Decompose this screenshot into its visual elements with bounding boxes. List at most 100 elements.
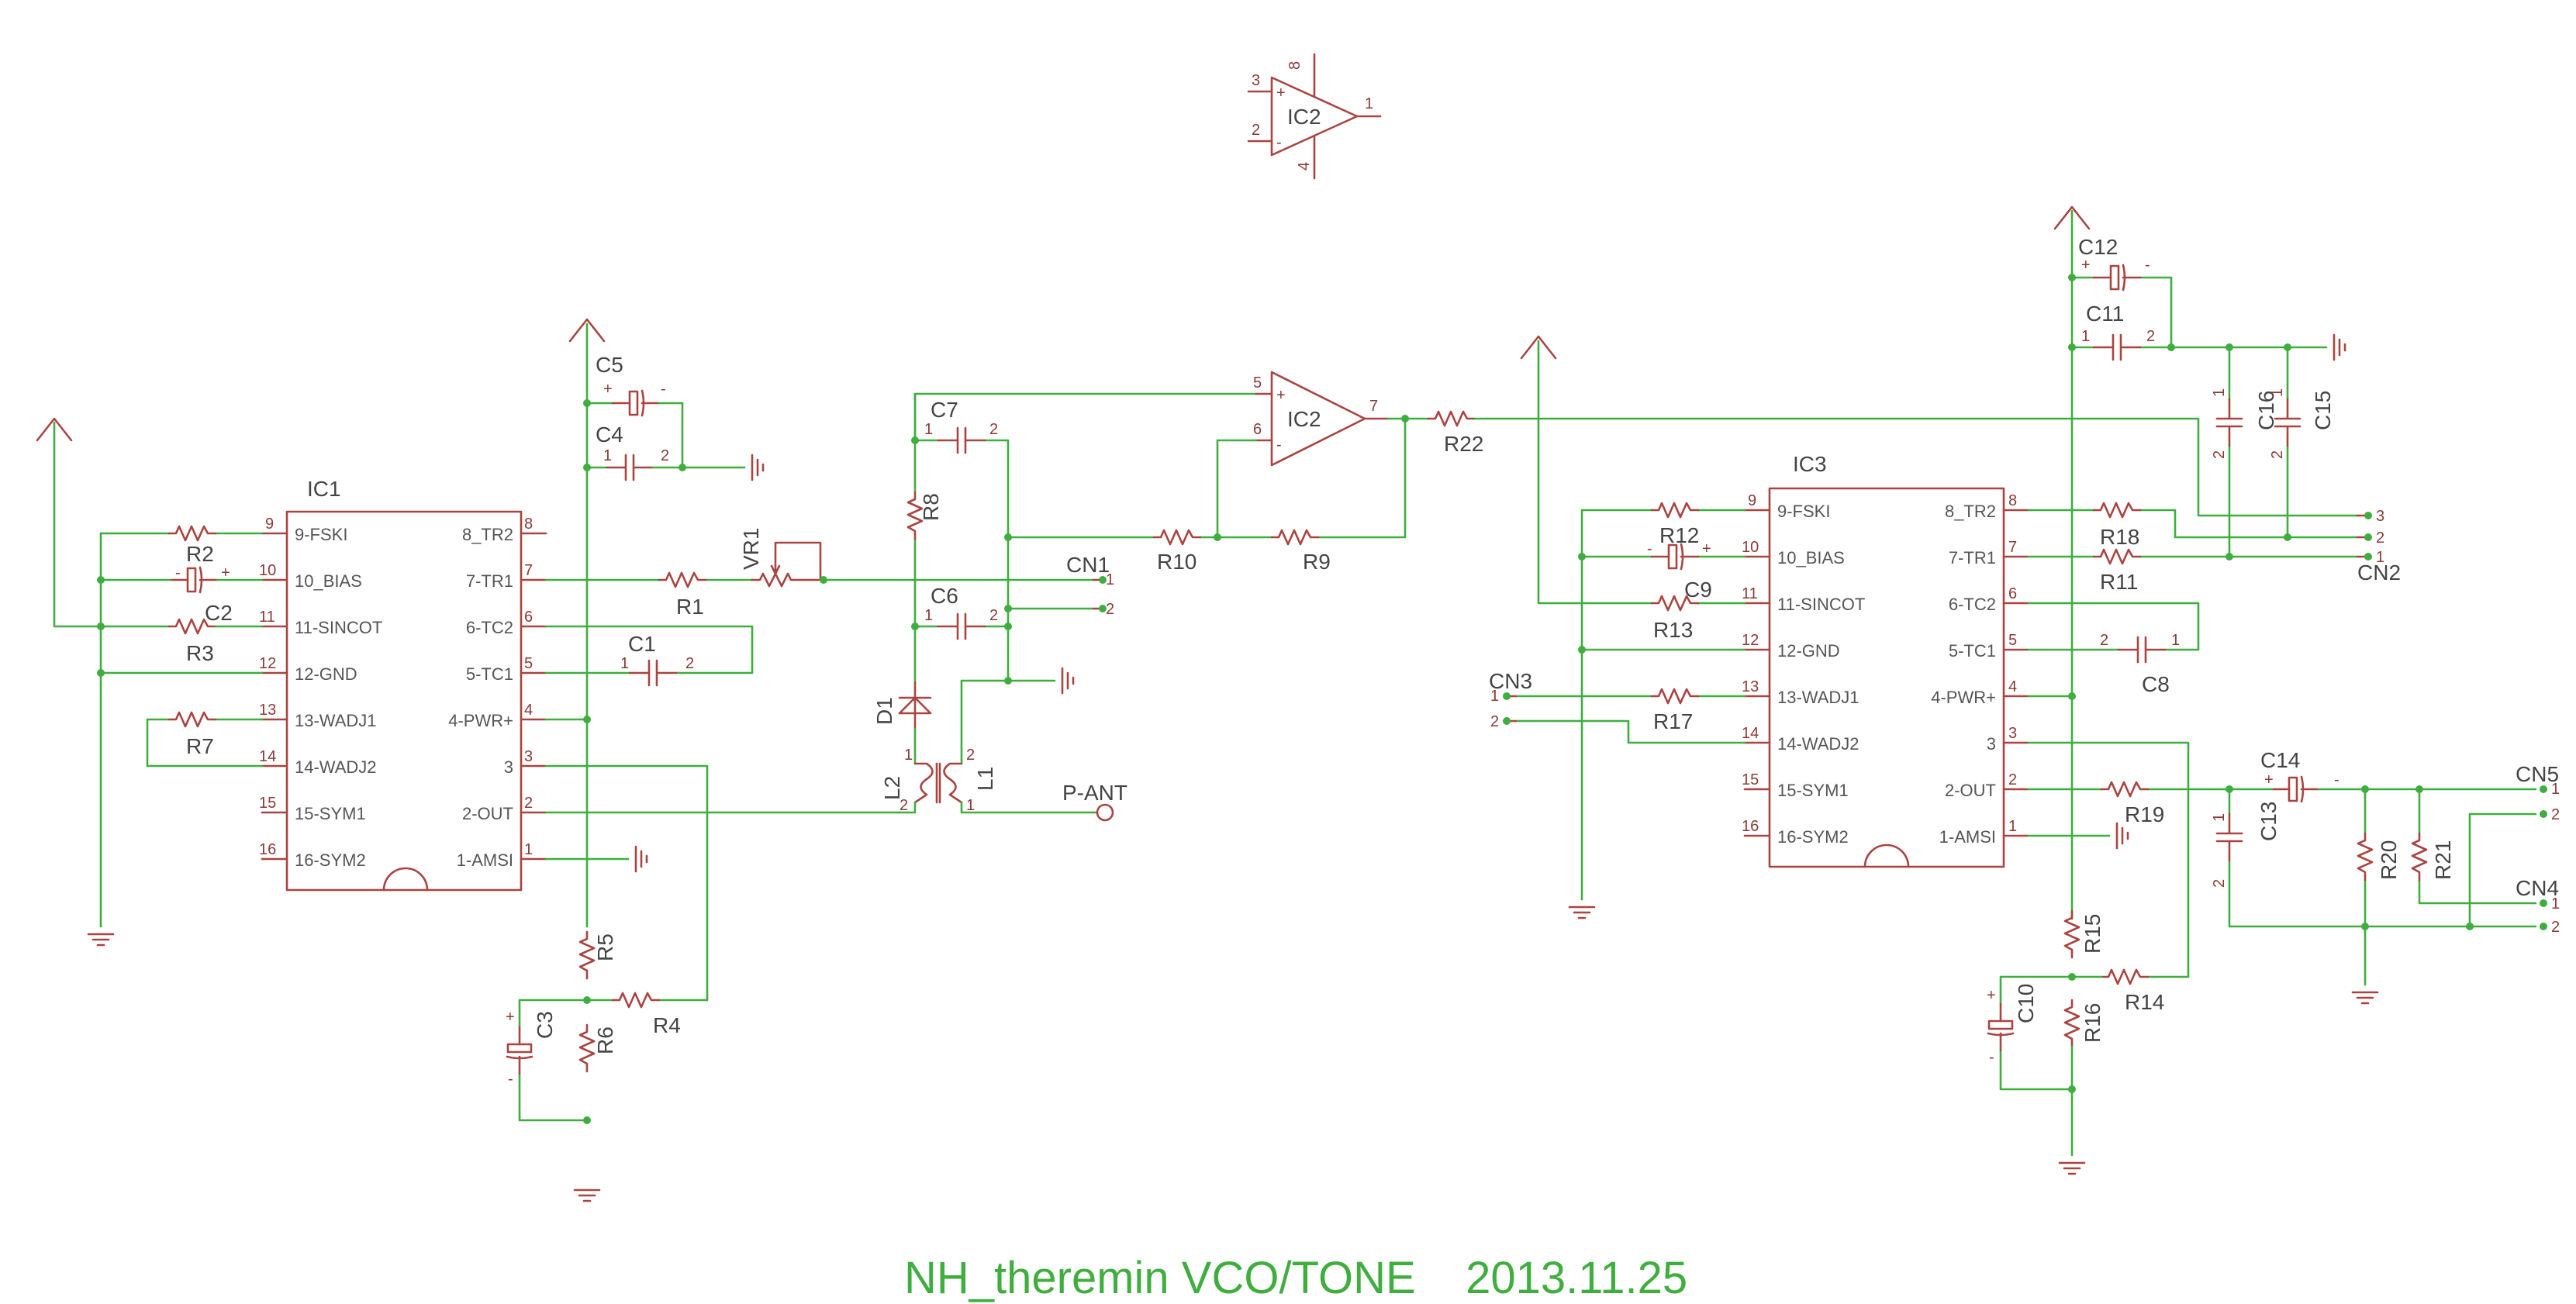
svg-text:14: 14 [259, 748, 276, 765]
svg-text:3: 3 [2376, 508, 2384, 525]
svg-text:+: + [221, 564, 230, 581]
svg-text:15: 15 [259, 795, 276, 812]
ic1-label: IC1 [307, 477, 341, 501]
svg-text:2: 2 [2376, 530, 2384, 547]
svg-text:12-GND: 12-GND [1777, 641, 1840, 661]
ic2-opamp: IC2 + - 5 6 7 R9 R22 [1214, 371, 2359, 574]
svg-text:R13: R13 [1653, 618, 1693, 642]
svg-text:11: 11 [259, 609, 275, 626]
svg-text:2: 2 [989, 421, 998, 438]
svg-text:2: 2 [1490, 713, 1499, 730]
svg-text:8: 8 [2008, 492, 2017, 509]
svg-text:C11: C11 [2086, 302, 2124, 326]
ic3-chip: IC3 9-FSKI 10_BIAS 11-SINCOT 12-GND 13-W… [1742, 452, 2030, 868]
svg-text:5-TC1: 5-TC1 [466, 664, 513, 684]
svg-text:16-SYM2: 16-SYM2 [1777, 827, 1849, 847]
svg-text:C6: C6 [931, 584, 958, 608]
svg-text:R1: R1 [676, 595, 704, 619]
svg-text:2: 2 [2269, 450, 2286, 459]
svg-text:1: 1 [620, 655, 629, 672]
svg-text:1: 1 [2551, 895, 2560, 912]
svg-text:1: 1 [1490, 688, 1499, 705]
svg-text:1: 1 [2211, 813, 2228, 822]
ic3-right-network: C12 C11 1 2 + - C16 C15 1 2 1 2 R18 R11 … [1987, 205, 2560, 1175]
svg-text:R22: R22 [1444, 432, 1483, 456]
svg-text:CN4: CN4 [2516, 876, 2559, 900]
svg-text:CN5: CN5 [2516, 762, 2559, 786]
svg-text:13-WADJ1: 13-WADJ1 [1777, 688, 1859, 707]
svg-text:11-SINCOT: 11-SINCOT [295, 618, 382, 637]
svg-text:10: 10 [1742, 539, 1759, 556]
svg-text:R2: R2 [186, 542, 214, 566]
svg-text:R5: R5 [593, 933, 617, 961]
svg-text:R8: R8 [919, 493, 943, 521]
svg-text:R4: R4 [653, 1013, 681, 1037]
svg-text:-: - [1989, 1049, 1994, 1066]
svg-text:R16: R16 [2080, 1003, 2105, 1043]
svg-text:-: - [1276, 436, 1282, 454]
svg-text:16-SYM2: 16-SYM2 [295, 850, 366, 870]
svg-text:10_BIAS: 10_BIAS [1777, 548, 1845, 567]
svg-text:7: 7 [2008, 539, 2017, 556]
svg-text:1: 1 [603, 447, 612, 464]
svg-text:-: - [508, 1071, 513, 1088]
svg-text:2: 2 [2008, 771, 2017, 788]
svg-text:-: - [2334, 771, 2339, 788]
drawing-title: NH_theremin VCO/TONE 2013.11.25 [904, 1253, 1687, 1303]
svg-text:1: 1 [1365, 95, 1373, 112]
svg-text:13-WADJ1: 13-WADJ1 [295, 711, 377, 730]
svg-text:2: 2 [2551, 806, 2560, 823]
svg-text:R19: R19 [2125, 802, 2164, 826]
svg-text:1: 1 [1106, 571, 1114, 588]
svg-text:8: 8 [524, 516, 533, 533]
svg-text:+: + [2081, 257, 2091, 274]
svg-text:3: 3 [2008, 725, 2017, 742]
svg-text:4-PWR+: 4-PWR+ [448, 711, 513, 730]
svg-text:7: 7 [1369, 398, 1378, 415]
svg-text:-: - [1647, 540, 1652, 557]
svg-text:-: - [661, 381, 666, 398]
svg-text:7: 7 [524, 562, 533, 579]
svg-text:+: + [1702, 540, 1711, 557]
svg-text:C7: C7 [931, 398, 958, 422]
svg-text:R17: R17 [1653, 709, 1693, 733]
svg-text:12: 12 [259, 655, 276, 672]
svg-text:1: 1 [2269, 388, 2286, 397]
svg-text:CN2: CN2 [2357, 561, 2401, 585]
svg-text:R12: R12 [1659, 523, 1699, 547]
ic2-label: IC2 [1287, 407, 1321, 431]
svg-text:6: 6 [2008, 585, 2017, 602]
svg-text:16: 16 [1742, 818, 1759, 835]
svg-text:C9: C9 [1684, 578, 1712, 602]
svg-text:R11: R11 [2100, 570, 2138, 594]
svg-text:-: - [175, 564, 181, 581]
svg-text:2: 2 [1252, 122, 1260, 139]
svg-text:+: + [1276, 387, 1286, 404]
svg-text:12: 12 [1742, 632, 1759, 649]
svg-text:R18: R18 [2100, 525, 2139, 549]
ic3-label: IC3 [1793, 452, 1827, 476]
svg-text:+: + [2264, 771, 2274, 788]
svg-text:CN1: CN1 [1066, 553, 1110, 577]
svg-text:13: 13 [259, 702, 276, 719]
svg-text:L1: L1 [973, 767, 997, 791]
svg-text:CN3: CN3 [1489, 669, 1532, 693]
svg-text:C1: C1 [628, 632, 656, 656]
svg-text:C8: C8 [2142, 672, 2170, 696]
svg-text:1: 1 [924, 607, 933, 624]
svg-text:14-WADJ2: 14-WADJ2 [1777, 734, 1859, 754]
svg-text:-: - [1276, 134, 1282, 151]
svg-text:+: + [1276, 85, 1286, 102]
svg-text:2: 2 [966, 747, 975, 764]
svg-text:2: 2 [900, 797, 908, 814]
svg-text:2: 2 [2211, 879, 2228, 888]
svg-text:3: 3 [504, 757, 513, 777]
svg-text:6-TC2: 6-TC2 [1949, 595, 1996, 614]
svg-text:C12: C12 [2078, 235, 2118, 259]
svg-text:C5: C5 [596, 353, 623, 377]
svg-text:2: 2 [2551, 919, 2560, 936]
svg-text:6: 6 [524, 609, 533, 626]
svg-text:2: 2 [2100, 632, 2108, 649]
svg-text:11-SINCOT: 11-SINCOT [1777, 595, 1865, 614]
svg-text:15-SYM1: 15-SYM1 [295, 804, 366, 823]
